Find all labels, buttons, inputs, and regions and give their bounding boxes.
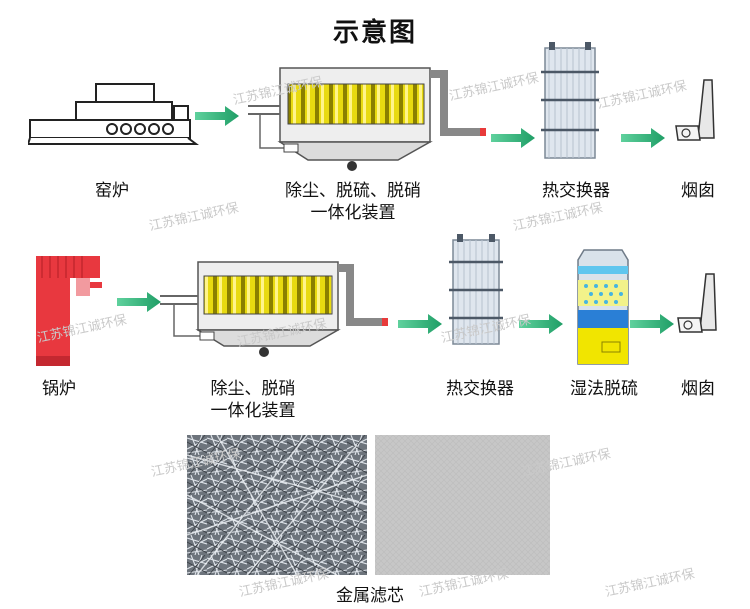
flow-arrow (398, 314, 442, 334)
metal-felt-photo (375, 435, 550, 575)
scrubber-illustration (577, 249, 629, 365)
collector-label-line2: 一体化装置 (310, 203, 396, 223)
page-title: 示意图 (332, 18, 417, 48)
kiln-label: 窑炉 (95, 181, 129, 201)
boiler-illustration (36, 256, 102, 366)
watermark-text: 江苏锦江诚环保 (147, 200, 240, 235)
boiler-label: 锅炉 (42, 379, 76, 399)
collector-label-line1: 除尘、脱硫、脱硝 (285, 181, 421, 201)
collector-illustration (160, 261, 388, 357)
heat-exchanger-illustration (449, 234, 503, 345)
flow-arrow (117, 292, 161, 312)
collector-label-line2: 一体化装置 (210, 401, 296, 421)
watermark-text: 江苏锦江诚环保 (511, 200, 604, 235)
flow-arrow (195, 106, 239, 126)
chimney-label: 烟囱 (681, 379, 715, 399)
heat-exchanger-label: 热交换器 (542, 181, 610, 201)
collector-illustration (248, 67, 486, 171)
chimney-label: 烟囱 (681, 181, 715, 201)
heat-exchanger-label: 热交换器 (446, 379, 514, 399)
metal-filter-caption: 金属滤芯 (336, 586, 404, 606)
scrubber-label: 湿法脱硫 (570, 379, 638, 399)
chimney-illustration (675, 79, 715, 141)
flow-arrow (519, 314, 563, 334)
flow-arrow (491, 128, 535, 148)
kiln-illustration (28, 83, 199, 145)
flow-arrow (621, 128, 665, 148)
metal-fiber-photo (187, 435, 367, 575)
collector-label-line1: 除尘、脱硝 (210, 379, 296, 399)
watermark-text: 江苏锦江诚环保 (603, 566, 696, 601)
flow-arrow (630, 314, 674, 334)
chimney-illustration (677, 273, 717, 333)
heat-exchanger-illustration (541, 42, 599, 159)
